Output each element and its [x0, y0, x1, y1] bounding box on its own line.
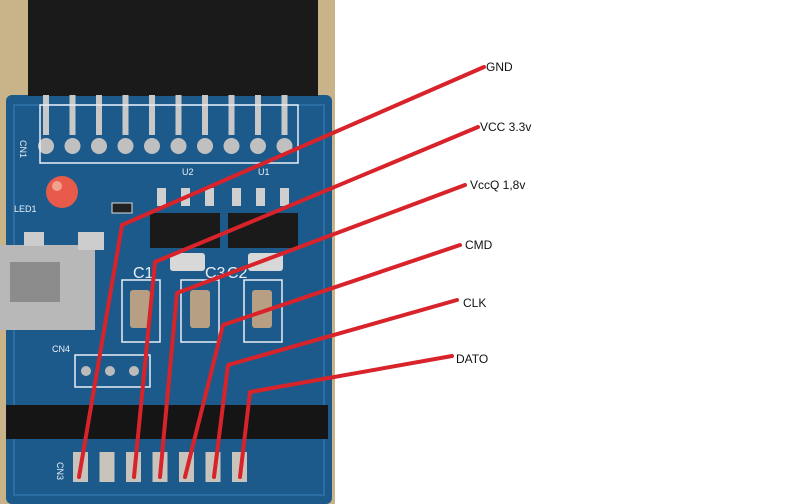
silk-u1: U1 [258, 167, 270, 177]
solder-pad [223, 138, 240, 154]
dato-line [238, 354, 454, 479]
header-pin [122, 95, 129, 135]
solder-pad [38, 138, 54, 154]
vcc-line [132, 125, 480, 479]
cmd-line [183, 243, 462, 479]
solder-pad [276, 138, 293, 154]
label-clk: CLK [463, 296, 487, 310]
vccq-line [158, 183, 467, 479]
solder-pad [117, 138, 134, 154]
label-vcc: VCC 3.3v [480, 120, 532, 134]
ic-u2 [150, 188, 220, 248]
solder-pad [91, 138, 107, 154]
silk-led1: LED1 [14, 204, 37, 214]
solder-pad [144, 138, 160, 154]
top-pin-header [28, 0, 318, 96]
header-pin [255, 95, 261, 135]
header-pin [281, 95, 288, 135]
solder-pad [170, 138, 187, 154]
header-pin [149, 95, 155, 135]
silk-c1: C1 [133, 265, 154, 282]
solder-pad [64, 138, 81, 154]
cn3-pad [99, 452, 115, 482]
label-cmd: CMD [465, 238, 493, 252]
solder-pad [197, 138, 213, 154]
capacitors [121, 279, 283, 343]
solder-pad [250, 138, 266, 154]
header-pin [175, 95, 182, 135]
silk-cn4: CN4 [52, 344, 70, 354]
silk-cn1: CN1 [18, 140, 28, 158]
label-vccq: VccQ 1,8v [470, 178, 526, 192]
header-pin [96, 95, 102, 135]
silk-u2: U2 [182, 167, 194, 177]
label-gnd: GND [486, 60, 513, 74]
top-header-pins [38, 95, 293, 154]
label-dato: DATO [456, 352, 489, 366]
silk-cn3: CN3 [55, 462, 65, 480]
header-pin [69, 95, 76, 135]
gnd-line [77, 65, 486, 479]
led [46, 176, 78, 208]
clk-line [212, 298, 459, 479]
header-pin [228, 95, 235, 135]
header-pin [202, 95, 208, 135]
header-pin [43, 95, 49, 135]
